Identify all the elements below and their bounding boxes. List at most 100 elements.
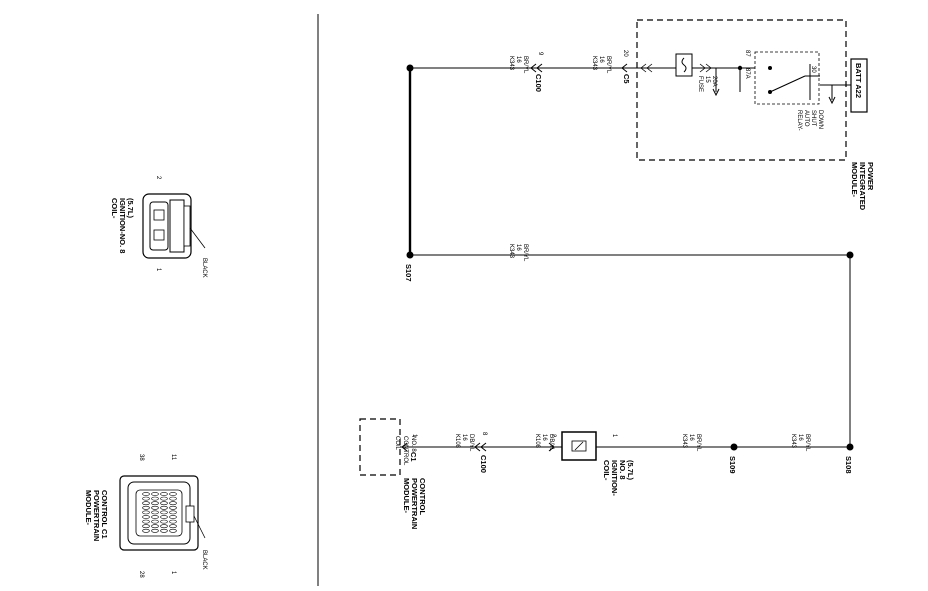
pcm-pin — [142, 528, 150, 533]
w5-line1: K343 — [681, 434, 687, 449]
c5-label: C5 — [622, 74, 631, 84]
asd-relay-box — [754, 51, 820, 105]
s109-label: S109 — [728, 456, 737, 474]
c100-top-label: C100 — [534, 74, 543, 92]
pcm-pin — [160, 510, 168, 515]
fuse-line2: 15 — [704, 76, 710, 83]
pcm-pin — [142, 492, 150, 496]
coil-line3: NO. 8 — [618, 460, 627, 480]
pcm-box — [359, 418, 401, 476]
fuse-line3: 20A — [711, 76, 717, 87]
coil-view-line3: (5.7L) — [126, 198, 135, 219]
w3-line1: K343 — [508, 244, 514, 259]
pcm-pin — [169, 510, 177, 515]
w4-line1: K343 — [790, 434, 796, 449]
pcm-fn-line3: NO. 8 — [410, 436, 416, 452]
coil-pin-1: 1 — [611, 434, 617, 438]
pcm-pin — [169, 505, 177, 510]
pcm-pin — [160, 505, 168, 510]
batt-label: BATT A22 — [854, 63, 863, 98]
pcm-pin — [151, 519, 159, 524]
w2-line2: 16 — [515, 56, 521, 63]
w3-line3: BR/YL — [522, 244, 528, 262]
w7-line2: 16 — [461, 434, 467, 441]
integrated-power-module-box — [636, 19, 847, 161]
relay-line2: AUTO — [803, 110, 809, 127]
coil-line2: IGNITION- — [610, 460, 619, 496]
ipm-line1: MODULE- — [850, 162, 859, 197]
pcm-pin — [160, 524, 168, 529]
w2-line1: K343 — [508, 56, 514, 71]
pcm-pin — [151, 505, 159, 510]
w6-line2: 16 — [541, 434, 547, 441]
w5-line3: BR/YL — [695, 434, 701, 452]
w2-line3: BR/YL — [522, 56, 528, 74]
pcm-view-pin11: 11 — [170, 454, 176, 461]
c1-pin: 1 — [411, 434, 417, 438]
w4-line3: BR/YL — [804, 434, 810, 452]
c100-top-pin: 9 — [537, 52, 543, 56]
w7-line1: K108 — [454, 434, 460, 449]
coil-connector-view — [142, 193, 206, 259]
coil-line4: (5.7L) — [626, 460, 635, 481]
pcm-pin — [151, 492, 159, 496]
pcm-pin — [169, 496, 177, 501]
pcm-pin — [142, 519, 150, 524]
pcm-pin — [160, 501, 168, 506]
relay-line1: RELAY- — [796, 110, 802, 131]
pcm-view-pin28: 28 — [138, 571, 144, 578]
fuse-line1: FUSE — [697, 76, 703, 92]
pcm-pin — [142, 515, 150, 519]
w1-line3: BR/YL — [605, 56, 611, 74]
relay-pin-87a: 87A — [744, 68, 750, 79]
pcm-pin — [160, 496, 168, 501]
c100-bottom-pin: 8 — [481, 432, 487, 436]
pcm-pin — [169, 528, 177, 533]
pcm-pin — [142, 496, 150, 501]
relay-line3: SHUT — [810, 110, 816, 127]
w1-line1: K343 — [591, 56, 597, 71]
s107-label: S107 — [404, 264, 413, 282]
pcm-pin — [169, 492, 177, 496]
pcm-pin — [151, 524, 159, 529]
coil-view-pin2: 2 — [155, 176, 161, 180]
w6-line1: K108 — [534, 434, 540, 449]
w1-line2: 16 — [598, 56, 604, 63]
w4-line2: 16 — [797, 434, 803, 441]
coil-view-pin1: 1 — [155, 268, 161, 272]
pcm-view-color: BLACK — [201, 550, 207, 570]
coil-view-line2: IGNITION-NO. 8 — [118, 198, 127, 253]
c5-cavity: 20 — [622, 50, 628, 57]
coil-view-color: BLACK — [201, 258, 207, 278]
pcm-pin — [160, 519, 168, 524]
ipm-line2: INTEGRATED — [858, 162, 867, 211]
pcm-pin — [151, 496, 159, 501]
pcm-pin — [151, 515, 159, 519]
pcm-line1: MODULE- — [402, 478, 411, 513]
pcm-view-line2: POWERTRAIN — [92, 490, 101, 541]
relay-pin-87: 87 — [744, 50, 750, 57]
pcm-connector-view — [119, 475, 206, 551]
coil-view-line1: COIL- — [110, 198, 119, 219]
ipm-line3: POWER — [866, 162, 875, 191]
pcm-fn-line2: CONTROL — [402, 436, 408, 466]
w5-line2: 16 — [688, 434, 694, 441]
pcm-pin — [160, 492, 168, 496]
pcm-pin — [169, 515, 177, 519]
c100-bottom-label: C100 — [479, 455, 488, 473]
pcm-pin — [169, 524, 177, 529]
pcm-fn-line1: COIL — [394, 436, 400, 451]
coil-line1: COIL- — [602, 460, 611, 481]
pcm-line2: POWERTRAIN — [410, 478, 419, 529]
pcm-line3: CONTROL — [418, 478, 427, 515]
pcm-pin — [160, 528, 168, 533]
pcm-pin — [142, 510, 150, 515]
relay-line4: DOWN — [817, 110, 823, 129]
w7-line3: DB/YL — [468, 434, 474, 452]
pcm-view-line1: MODULE- — [84, 490, 93, 525]
pcm-pin — [142, 524, 150, 529]
pcm-pin — [169, 519, 177, 524]
w3-line2: 16 — [515, 244, 521, 251]
pcm-view-pin38: 38 — [138, 454, 144, 461]
